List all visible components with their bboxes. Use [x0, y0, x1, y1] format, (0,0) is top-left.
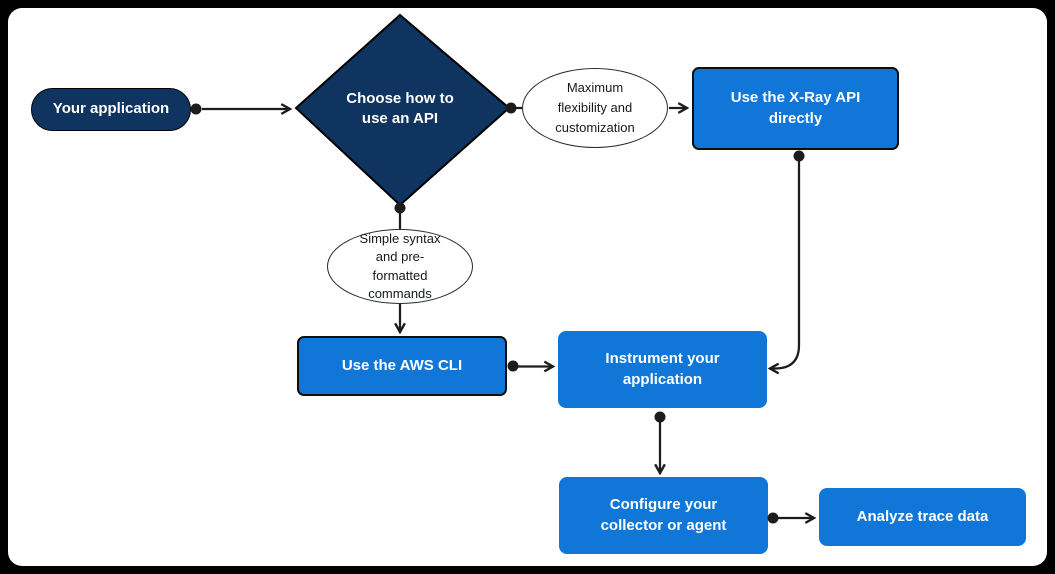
- node-xray-api-label: Use the X-Ray API directly: [730, 89, 861, 127]
- node-max-flexibility-label: Maximum flexibility and customization: [555, 79, 635, 136]
- node-max-flexibility: Maximum flexibility and customization: [522, 68, 668, 148]
- node-aws-cli-label: Use the AWS CLI: [341, 356, 463, 374]
- node-analyze-label: Analyze trace data: [856, 507, 989, 525]
- node-simple-syntax: Simple syntax and pre- formatted command…: [327, 229, 473, 304]
- node-your-application-label: Your application: [52, 100, 170, 118]
- node-analyze: Analyze trace data: [819, 488, 1026, 546]
- node-configure-label: Configure your collector or agent: [600, 496, 727, 534]
- node-aws-cli: Use the AWS CLI: [297, 336, 507, 396]
- node-xray-api: Use the X-Ray API directly: [692, 67, 899, 150]
- node-instrument: Instrument your application: [558, 331, 767, 408]
- node-choose-api-label: Choose how to use an API: [346, 89, 454, 127]
- node-configure: Configure your collector or agent: [559, 477, 768, 554]
- node-instrument-label: Instrument your application: [605, 350, 720, 388]
- node-your-application: Your application: [31, 88, 191, 131]
- node-simple-syntax-label: Simple syntax and pre- formatted command…: [359, 231, 441, 301]
- node-choose-api: Choose how to use an API: [320, 82, 480, 136]
